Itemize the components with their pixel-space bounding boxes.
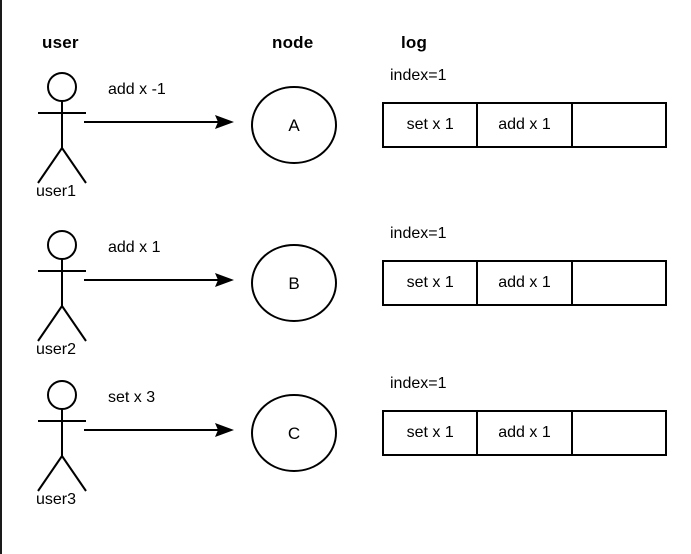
left-edge-rule	[0, 0, 2, 554]
node-circle-icon	[251, 394, 337, 472]
diagram-row: user2 add x 1 B index=1 set x 1 add x 1	[0, 218, 691, 382]
log-cell: set x 1	[384, 412, 479, 454]
message-arrow-icon	[84, 115, 234, 129]
log-cell: set x 1	[384, 262, 479, 304]
log-table: set x 1 add x 1	[382, 102, 667, 148]
log-cell: add x 1	[478, 104, 573, 146]
log-cell: add x 1	[478, 262, 573, 304]
message-label: set x 3	[108, 389, 156, 406]
node-circle-icon	[251, 244, 337, 322]
message-label: add x 1	[108, 239, 161, 256]
actor-label: user2	[36, 341, 77, 358]
log-cell-empty	[573, 262, 665, 304]
log-cell-empty	[573, 412, 665, 454]
stick-figure-icon	[37, 230, 87, 342]
log-index-label: index=1	[390, 375, 447, 392]
stick-figure-icon	[37, 380, 87, 492]
log-cell-empty	[573, 104, 665, 146]
diagram-row: user3 set x 3 C index=1 set x 1 add x 1	[0, 368, 691, 532]
node-circle-icon	[251, 86, 337, 164]
actor-label: user3	[36, 491, 77, 508]
actor-label: user1	[36, 183, 77, 200]
log-cell: set x 1	[384, 104, 479, 146]
diagram-row: user1 add x -1 A index=1 set x 1 add x 1	[0, 60, 691, 224]
message-arrow-icon	[84, 273, 234, 287]
column-header-user: user	[42, 33, 79, 52]
message-arrow-icon	[84, 423, 234, 437]
column-header-log: log	[401, 33, 428, 52]
message-label: add x -1	[108, 81, 166, 98]
stick-figure-icon	[37, 72, 87, 184]
log-cell: add x 1	[478, 412, 573, 454]
log-index-label: index=1	[390, 67, 447, 84]
log-table: set x 1 add x 1	[382, 410, 667, 456]
log-index-label: index=1	[390, 225, 447, 242]
log-table: set x 1 add x 1	[382, 260, 667, 306]
column-header-node: node	[272, 33, 314, 52]
